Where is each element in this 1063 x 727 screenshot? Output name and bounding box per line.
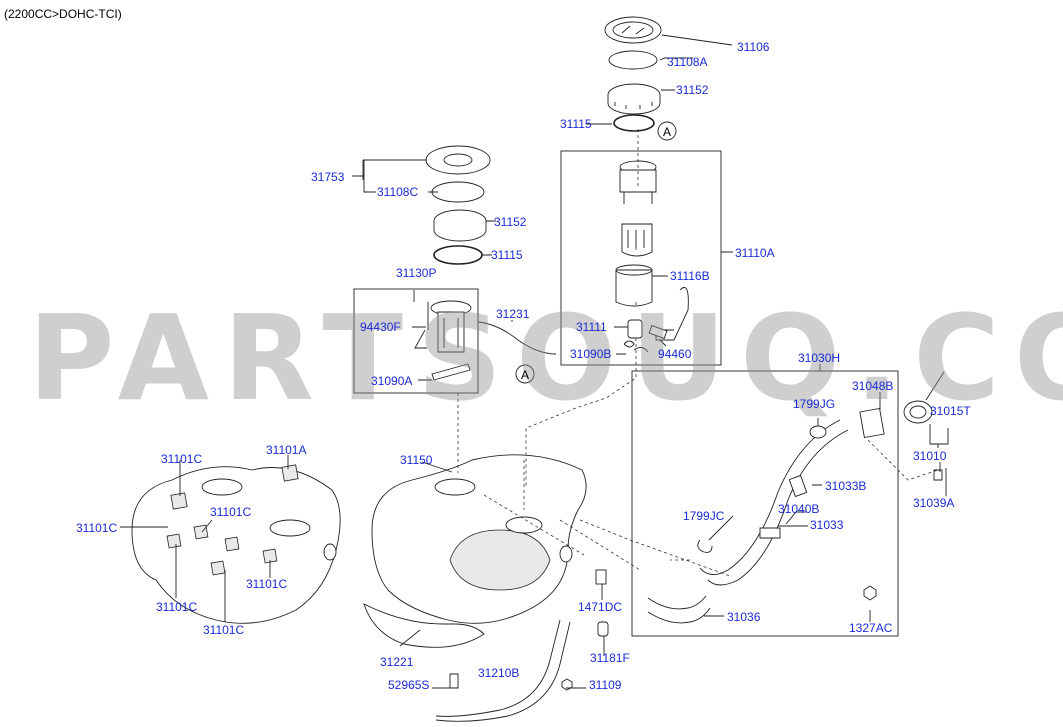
o-ring-right[interactable] [613,114,655,132]
fuel-pump-motor[interactable] [627,319,643,339]
part-label-31150[interactable]: 31150 [400,453,433,467]
part-label-31040b[interactable]: 31040B [778,502,820,516]
part-label-52965s[interactable]: 52965S [388,678,430,692]
part-label-31108a[interactable]: 31108A [667,55,708,69]
bracket-31033[interactable] [759,527,781,539]
part-label-1799jc[interactable]: 1799JC [683,509,725,523]
pump-cover-plate-left[interactable] [425,145,491,175]
part-label-31010[interactable]: 31010 [913,449,947,463]
part-label-31231[interactable]: 31231 [496,307,530,321]
part-label-94460[interactable]: 94460 [658,347,692,361]
fuel-sender-arm[interactable] [648,287,689,341]
sub-pump-module[interactable] [430,300,472,353]
part-label-31101c-2[interactable]: 31101C [76,521,118,535]
sub-sender-float[interactable] [431,363,471,381]
pump-module-top[interactable] [619,160,657,204]
part-label-31115-left[interactable]: 31115 [491,248,523,262]
part-label-1799jg[interactable]: 1799JG [793,397,836,411]
callout-a-top-label: A [663,125,672,139]
part-label-31181f[interactable]: 31181F [590,651,630,665]
gasket-ring-right[interactable] [608,50,658,70]
part-label-31101c-3[interactable]: 31101C [210,505,252,519]
part-label-31048b[interactable]: 31048B [852,379,894,393]
part-label-1471dc[interactable]: 1471DC [578,600,623,614]
watermark: PARTSOUQ.COM [28,289,1063,427]
part-label-31152-right[interactable]: 31152 [676,83,709,97]
connector-31039a[interactable] [933,469,943,481]
o-ring-left[interactable] [433,245,483,265]
fuel-tank-main[interactable] [371,454,587,624]
callout-a-bottom[interactable] [515,364,535,384]
part-label-31030h[interactable]: 31030H [798,351,841,365]
leader-lines [120,34,949,689]
part-label-31152-left[interactable]: 31152 [494,215,527,229]
part-label-31110a[interactable]: 31110A [735,246,775,260]
filler-gasket[interactable] [859,407,885,439]
part-label-31109[interactable]: 31109 [589,678,622,692]
part-label-31101c-5[interactable]: 31101C [156,600,198,614]
sub-sender-bracket[interactable] [414,302,429,349]
part-label-94430f[interactable]: 94430F [360,320,401,334]
part-label-31753[interactable]: 31753 [311,170,345,184]
part-label-31033b[interactable]: 31033B [825,479,867,493]
clamp-1799jc[interactable] [697,539,713,553]
cap-tether[interactable] [925,371,945,401]
fuel-cap[interactable] [903,400,933,424]
nut-31109[interactable] [561,678,573,691]
callout-a-top[interactable] [657,121,677,141]
part-label-31210b[interactable]: 31210B [478,666,520,680]
part-label-31036[interactable]: 31036 [727,610,761,624]
lock-ring-right[interactable] [607,83,661,115]
pump-filter[interactable] [621,223,653,257]
tank-strap[interactable] [435,619,571,722]
sub-module-box [353,288,479,394]
part-label-31039a[interactable]: 31039A [913,496,955,510]
part-label-31221[interactable]: 31221 [380,655,414,669]
vent-clamp[interactable] [809,425,827,439]
part-label-31101a[interactable]: 31101A [266,443,307,457]
part-label-31106[interactable]: 31106 [737,40,770,54]
pump-cover-plate-right[interactable] [604,16,662,44]
part-label-31111[interactable]: 31111 [576,320,607,334]
engine-spec-header: (2200CC>DOHC-TCI) [4,7,122,21]
part-label-31090b[interactable]: 31090B [570,347,612,361]
callout-a-bottom-label: A [521,368,530,382]
part-label-31033[interactable]: 31033 [810,518,844,532]
reference-dashes [457,126,939,577]
fuel-hose-31231[interactable] [477,321,557,355]
filler-assembly-box [631,370,899,637]
insulator-pads[interactable] [166,464,299,576]
part-label-31101c-6[interactable]: 31101C [203,623,245,637]
part-label-31015t[interactable]: 31015T [930,404,971,418]
bolt-52965s[interactable] [449,673,459,689]
fuel-pump-module-box [560,150,722,366]
spacer-31181f[interactable] [597,621,609,637]
pump-reservoir[interactable] [615,264,653,307]
part-label-31108c[interactable]: 31108C [377,185,419,199]
pump-clip[interactable] [623,340,649,353]
bolt-1327ac[interactable] [863,585,877,601]
part-label-1327ac[interactable]: 1327AC [849,621,893,635]
tank-heat-shield[interactable] [363,603,485,648]
bracket-1471dc[interactable] [595,569,607,585]
gasket-ring-left[interactable] [431,181,485,203]
lock-ring-left[interactable] [433,209,487,242]
bracket-31033b[interactable] [788,474,808,498]
filler-hose-31036[interactable] [647,595,711,624]
filler-neck-pipe[interactable] [699,419,849,586]
part-label-31101c-1[interactable]: 31101C [161,452,203,466]
part-label-31116b[interactable]: 31116B [670,269,710,283]
part-label-31130p[interactable]: 31130P [396,266,437,280]
part-label-31115-right[interactable]: 31115 [560,117,592,131]
part-label-31090a[interactable]: 31090A [371,374,413,388]
part-label-31101c-4[interactable]: 31101C [246,577,288,591]
